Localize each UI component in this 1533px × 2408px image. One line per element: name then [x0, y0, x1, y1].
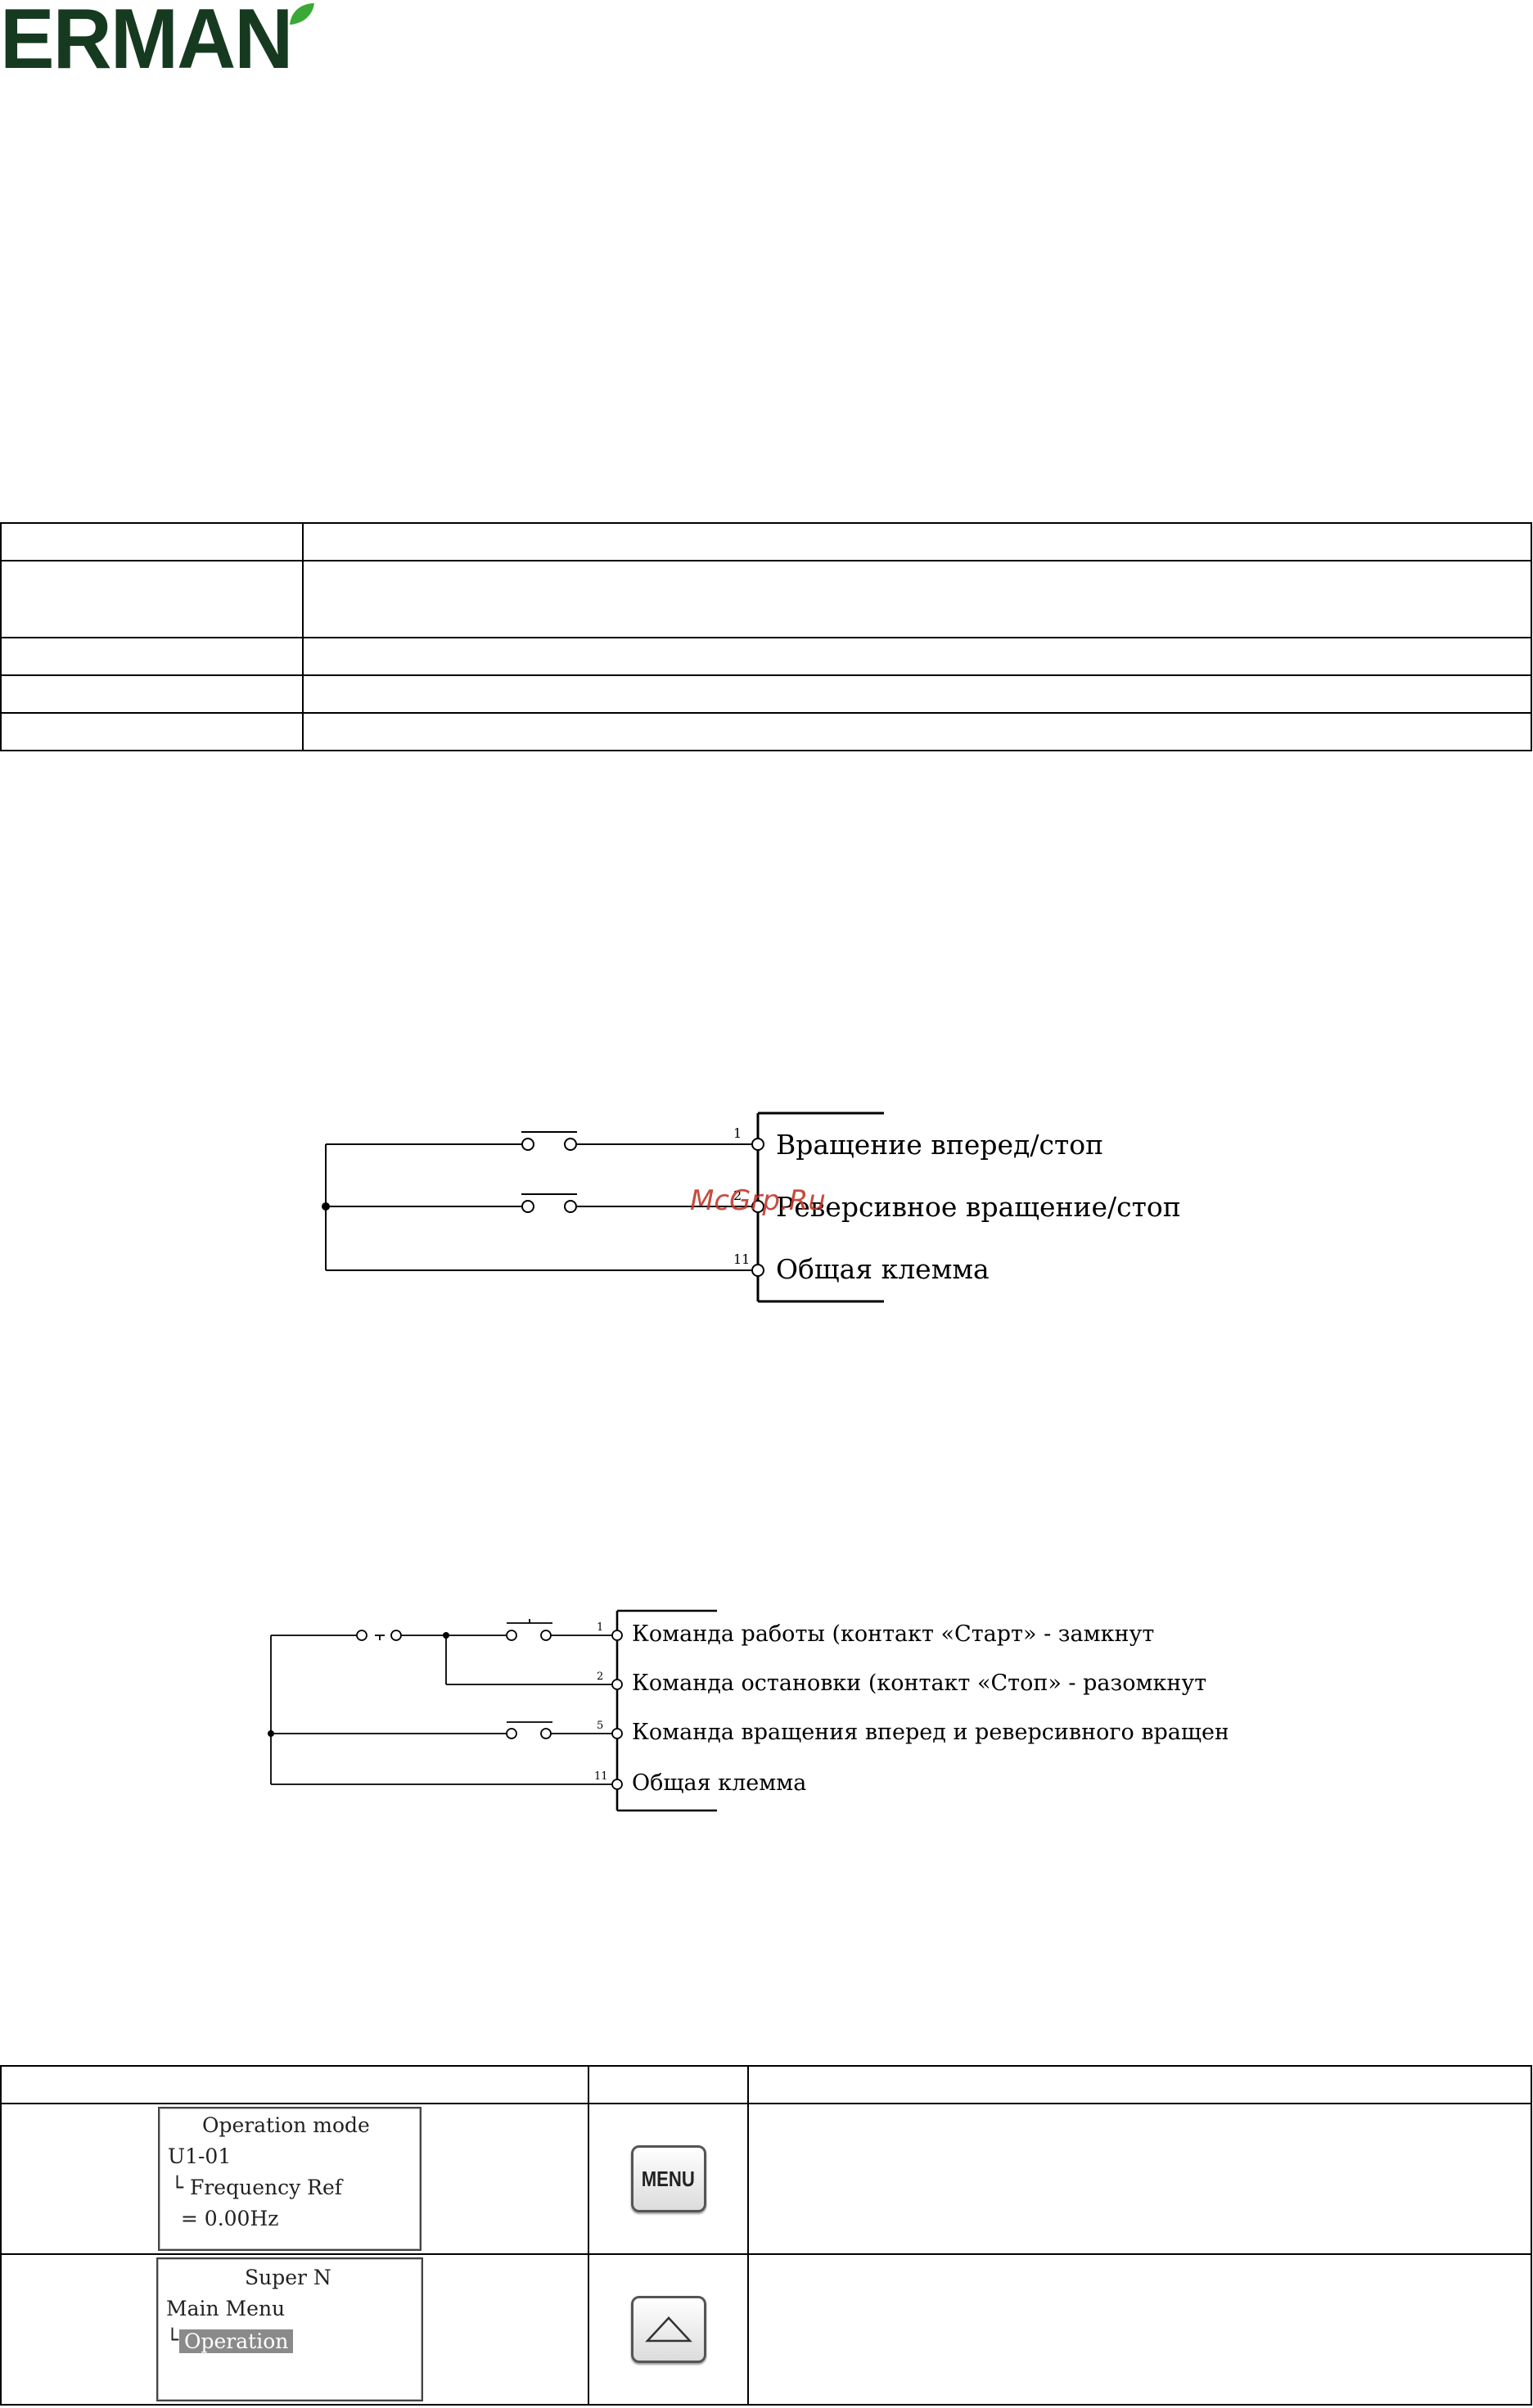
spec-table: [0, 522, 1532, 751]
operation-table: Operation mode U1-01 └ Frequency Ref = 0…: [0, 2065, 1532, 2406]
lcd-line: └ Frequency Ref: [171, 2176, 343, 2199]
lcd-line: U1-01: [168, 2144, 232, 2168]
table-row: [0, 637, 1532, 676]
lcd-display: Super N Main Menu └ Operation: [156, 2257, 423, 2401]
terminal-label: Вращение вперед/стоп: [776, 1129, 1103, 1161]
table-row: [0, 2065, 1532, 2104]
lcd-line: Super N: [245, 2266, 331, 2289]
terminal-label: Команда вращения вперед и реверсивного в…: [632, 1720, 1228, 1745]
terminal-num: 2: [733, 1188, 742, 1203]
up-arrow-key[interactable]: [630, 2296, 706, 2363]
watermark: McGrp.Ru: [690, 1184, 826, 1217]
lcd-display: Operation mode U1-01 └ Frequency Ref = 0…: [158, 2107, 422, 2251]
terminal-num: 2: [597, 1671, 603, 1683]
menu-key[interactable]: MENU: [630, 2145, 706, 2212]
wiring-diagram-2wire: 1 2 11 Вращение вперед/стоп Реверсивное …: [322, 1112, 1181, 1303]
junction-dot: [443, 1632, 449, 1639]
table-row: [0, 674, 1532, 714]
terminal-label: Реверсивное вращение/стоп: [776, 1191, 1181, 1223]
table-row: [0, 522, 1532, 561]
terminal-label: Команда остановки (контакт «Стоп» - разо…: [632, 1671, 1206, 1696]
erman-logo: ERMAN: [0, 0, 299, 82]
table-row: [0, 712, 1532, 751]
terminal-num: 11: [733, 1251, 750, 1267]
lcd-tree-glyph: └: [166, 2328, 179, 2352]
junction-dot: [322, 1202, 330, 1211]
menu-key-label: MENU: [641, 2166, 696, 2191]
terminal-num: 1: [597, 1621, 603, 1634]
table-row: [0, 560, 1532, 638]
lcd-line: Main Menu: [166, 2297, 286, 2320]
logo-text: ERMAN: [0, 0, 293, 87]
terminal-num: 5: [597, 1720, 603, 1732]
junction-dot: [268, 1730, 274, 1737]
terminal-label: Общая клемма: [776, 1253, 990, 1285]
terminal-label: Общая клемма: [632, 1770, 806, 1796]
up-arrow-icon: [644, 2316, 692, 2343]
terminal-label: Команда работы (контакт «Старт» - замкну…: [632, 1621, 1154, 1647]
leaf-icon: [290, 3, 314, 25]
wiring-diagram-3wire: 1 2 5 11 Команда работы (контакт «Старт»…: [268, 1609, 1228, 1812]
lcd-line: = 0.00Hz: [168, 2207, 279, 2230]
table-row: Operation mode U1-01 └ Frequency Ref = 0…: [0, 2103, 1532, 2255]
lcd-line: Operation mode: [202, 2113, 370, 2137]
lcd-highlighted-item: Operation: [179, 2329, 294, 2353]
terminal-num: 1: [733, 1125, 742, 1141]
table-row: Super N Main Menu └ Operation: [0, 2253, 1532, 2406]
terminal-num: 11: [594, 1770, 608, 1783]
